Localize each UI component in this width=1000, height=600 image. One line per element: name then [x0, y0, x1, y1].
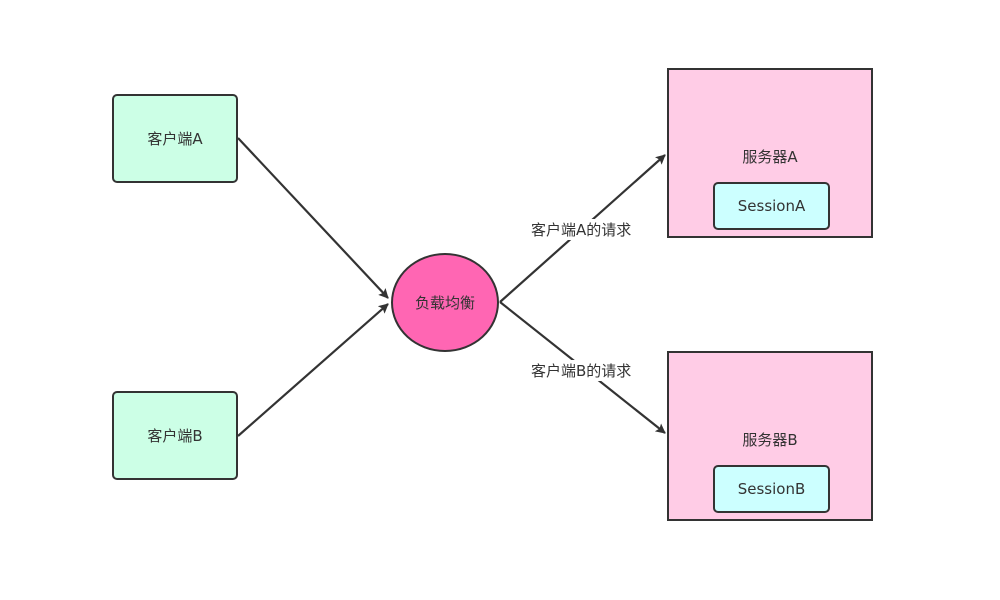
session-a-node[interactable]: SessionA [713, 182, 830, 230]
arrow-client-b-to-load-balancer [237, 303, 389, 437]
arrow-client-a-to-load-balancer [237, 137, 389, 299]
request-a-label: 客户端A的请求 [530, 219, 633, 240]
session-b-label: SessionB [737, 480, 806, 498]
server-a-node[interactable]: 服务器A SessionA [667, 68, 873, 238]
session-a-label: SessionA [737, 197, 806, 215]
client-a-node[interactable]: 客户端A [112, 94, 238, 183]
client-b-label: 客户端B [147, 427, 203, 445]
client-b-node[interactable]: 客户端B [112, 391, 238, 480]
client-a-label: 客户端A [147, 130, 203, 148]
server-b-title: 服务器B [742, 431, 798, 449]
server-b-node[interactable]: 服务器B SessionB [667, 351, 873, 521]
load-balancer-label: 负载均衡 [414, 294, 475, 312]
request-b-label: 客户端B的请求 [530, 360, 633, 381]
load-balancer-node[interactable]: 负载均衡 [391, 253, 499, 352]
session-b-node[interactable]: SessionB [713, 465, 830, 513]
server-a-title: 服务器A [742, 148, 798, 166]
